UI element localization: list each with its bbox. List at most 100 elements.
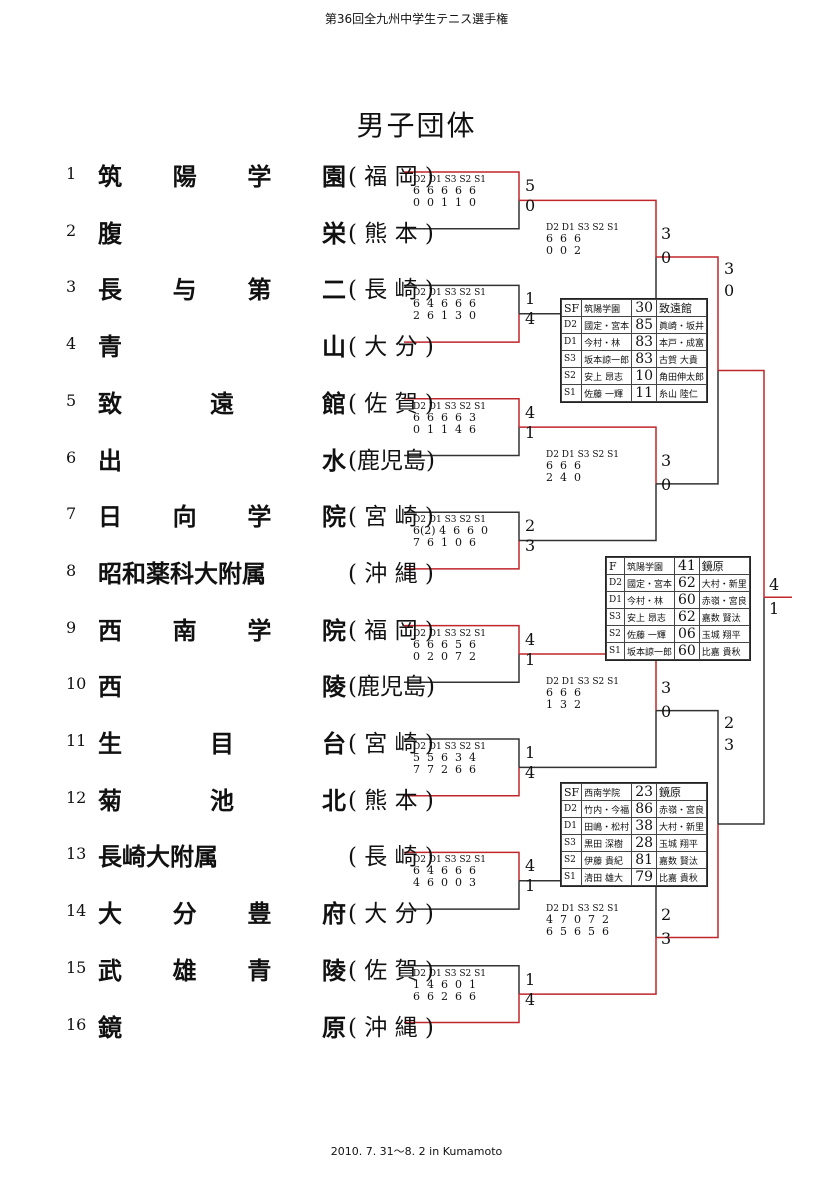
team-name: 生目台 (98, 730, 346, 758)
bracket-line (404, 313, 520, 343)
box-cell: 玉城 翔平 (698, 625, 750, 643)
match-total-top: 4 (525, 856, 536, 876)
bracket-line (656, 370, 719, 485)
box-cell: 清田 雄大 (581, 868, 633, 886)
box-cell: S3 (606, 608, 625, 626)
box-cell: D2 (560, 800, 583, 818)
team-name: 大分豊府 (98, 900, 346, 929)
bracket-line (404, 965, 520, 995)
match-total-top: 2 (661, 904, 672, 924)
box-header-cell: 致遠館 (656, 299, 708, 317)
match-top-games: 6 6 6 (546, 459, 581, 473)
box-cell: 佐藤 一輝 (623, 625, 675, 643)
match-bottom-games: 2 6 1 3 0 (413, 309, 476, 323)
box-cell: 81 (631, 851, 658, 869)
bracket-line (718, 597, 765, 825)
bracket-line (656, 256, 719, 371)
bracket-line (519, 483, 657, 542)
bracket-line (404, 540, 520, 570)
bracket-line (718, 369, 765, 598)
box-cell: 國定・宮本 (581, 316, 633, 334)
bracket-line (656, 824, 719, 939)
bracket-line (404, 511, 520, 541)
team-seed: 14 (66, 901, 87, 921)
box-cell: D1 (606, 591, 625, 609)
box-cell: 坂本諒一郎 (581, 350, 633, 368)
box-cell: 田嶋・松村 (581, 817, 633, 835)
bracket-line (404, 171, 520, 201)
match-top-games: 6(2) 4 6 6 0 (413, 524, 489, 538)
match-columns: D2 D1 S3 S2 S1 (546, 676, 620, 687)
match-total-bottom: 1 (525, 422, 536, 442)
box-cell: 安上 昂志 (623, 608, 675, 626)
match-bottom-games: 6 5 6 5 6 (546, 924, 609, 938)
box-cell: 60 (673, 642, 700, 660)
match-top-games: 6 6 6 5 6 (413, 637, 476, 651)
match-total-bottom: 4 (525, 309, 536, 329)
box-header-cell: 鏡原 (698, 557, 750, 575)
team-seed: 4 (66, 334, 77, 354)
team-name: 青山 (98, 333, 346, 362)
box-cell: 比嘉 貴秋 (698, 642, 750, 660)
box-cell: 62 (673, 574, 700, 592)
team-name: 西陵 (98, 673, 346, 702)
team-name: 出水 (98, 446, 346, 475)
team-prefecture: ( 大 分 ) (348, 334, 434, 361)
box-header-cell: 筑陽学園 (581, 299, 633, 317)
match-total-bottom: 0 (661, 701, 672, 721)
box-cell: 今村・林 (581, 333, 633, 351)
bracket-line (404, 851, 520, 881)
team-seed: 1 (66, 164, 77, 183)
bracket-line (404, 994, 520, 1024)
box-cell: 28 (631, 834, 658, 852)
match-top-games: 1 4 6 0 1 (413, 977, 476, 991)
box-cell: 38 (631, 817, 658, 835)
box-cell: 角田伸太郎 (656, 367, 708, 385)
team-row: 4 青山( 大 分 ) (66, 327, 434, 361)
team-seed: 15 (66, 957, 87, 977)
box-cell: 安上 昂志 (581, 367, 633, 385)
match-total-bottom: 3 (724, 734, 735, 754)
match-total-top: 1 (525, 969, 536, 989)
box-cell: 06 (673, 625, 700, 643)
box-cell: S1 (560, 868, 583, 886)
box-cell: 坂本諒一郎 (623, 642, 675, 660)
team-prefecture: ( 長 崎 ) (348, 844, 434, 871)
box-cell: S1 (560, 384, 583, 402)
match-bottom-games: 6 6 2 6 6 (413, 989, 476, 1003)
match-columns: D2 D1 S3 S2 S1 (546, 450, 620, 461)
box-cell: 11 (631, 384, 658, 402)
box-cell: 86 (631, 800, 658, 818)
team-prefecture: ( 福 岡 ) (348, 164, 434, 190)
box-cell: S2 (560, 851, 583, 869)
match-total-top: 3 (661, 224, 672, 244)
team-prefecture: ( 福 岡 ) (348, 617, 434, 644)
team-prefecture: ( 沖 縄 ) (348, 1014, 434, 1041)
bracket-line (404, 653, 520, 684)
team-prefecture: ( 長 崎 ) (348, 277, 434, 304)
box-cell: 玉城 翔平 (656, 834, 708, 852)
box-cell: 85 (631, 316, 658, 334)
team-seed: 7 (66, 504, 77, 524)
box-cell: 赤嶺・宮良 (698, 591, 750, 609)
box-cell: D1 (560, 817, 583, 835)
match-top-games: 6 6 6 6 3 (413, 410, 476, 424)
team-seed: 13 (66, 844, 87, 864)
box-cell: 10 (631, 367, 658, 385)
match-columns: D2 D1 S3 S2 S1 (413, 742, 487, 752)
match-total-bottom: 0 (525, 196, 536, 215)
match-total-top: 4 (525, 629, 536, 649)
box-header-cell: SF (560, 299, 583, 317)
box-cell: 本戸・成富 (656, 333, 708, 351)
box-header-cell: 西南学院 (581, 783, 633, 801)
match-total-bottom: 3 (525, 536, 536, 556)
